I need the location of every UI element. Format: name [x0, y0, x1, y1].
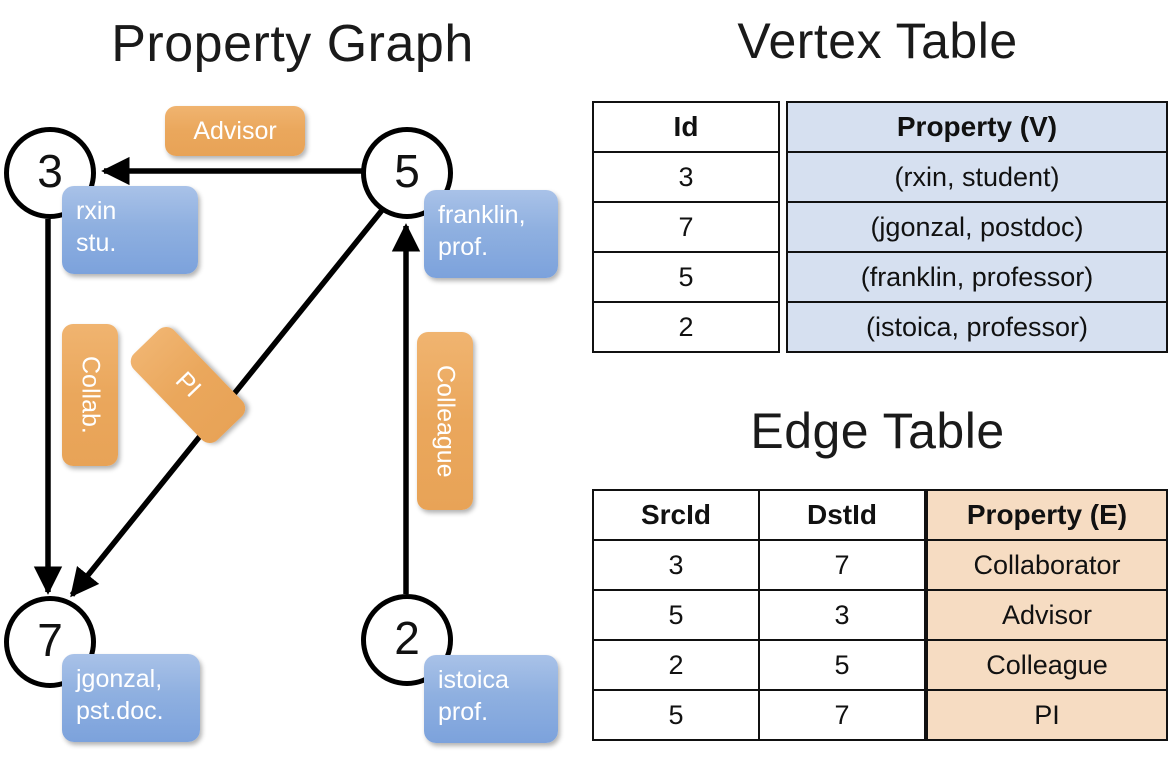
edge-table-title: Edge Table: [750, 403, 1005, 459]
edge-cell-dstid: 3: [758, 589, 926, 641]
edge-table-src-dst-columns: SrcId DstId 3 7 5 3 2 5 5 7: [592, 489, 926, 741]
vertex-header-property: Property (V): [786, 101, 1168, 153]
vertex-cell-property: (istoica, professor): [786, 301, 1168, 353]
edge-label-advisor[interactable]: Advisor: [165, 106, 305, 156]
vertex-cell-id: 7: [592, 201, 780, 253]
node-3-property-line2: stu.: [76, 229, 117, 257]
property-graph-title: Property Graph: [111, 15, 474, 73]
edge-label-collaborator[interactable]: Collab.: [62, 324, 118, 466]
node-5-property-bubble[interactable]: franklin, prof.: [424, 190, 558, 278]
edge-label-colleague[interactable]: Colleague: [417, 332, 473, 510]
edge-cell-dstid: 5: [758, 639, 926, 691]
edge-cell-srcid: 3: [592, 539, 760, 591]
edge-cell-property: PI: [926, 689, 1168, 741]
node-2-property-line2: prof.: [438, 698, 489, 726]
table-row[interactable]: Colleague: [926, 639, 1168, 691]
table-header-row: SrcId DstId: [592, 489, 926, 541]
graph-node-5[interactable]: 5: [361, 127, 453, 219]
edge-cell-srcid: 5: [592, 689, 760, 741]
node-7-property-line2: pst.doc.: [76, 697, 164, 725]
graph-node-2-id: 2: [394, 612, 420, 664]
vertex-header-id: Id: [592, 101, 780, 153]
vertex-cell-property: (franklin, professor): [786, 251, 1168, 303]
node-2-property-bubble[interactable]: istoica prof.: [424, 655, 558, 743]
table-header-row: Property (V): [786, 101, 1168, 153]
vertex-cell-id: 3: [592, 151, 780, 203]
table-row[interactable]: Advisor: [926, 589, 1168, 641]
table-row[interactable]: (franklin, professor): [786, 251, 1168, 303]
node-5-property-line2: prof.: [438, 233, 489, 261]
vertex-cell-id: 5: [592, 251, 780, 303]
table-row[interactable]: 5: [592, 251, 780, 303]
node-3-property-bubble[interactable]: rxin stu.: [62, 186, 198, 274]
table-header-row: Property (E): [926, 489, 1168, 541]
table-row[interactable]: 2: [592, 301, 780, 353]
table-header-row: Id: [592, 101, 780, 153]
table-row[interactable]: (jgonzal, postdoc): [786, 201, 1168, 253]
table-row[interactable]: (istoica, professor): [786, 301, 1168, 353]
edge-cell-dstid: 7: [758, 689, 926, 741]
table-row[interactable]: Collaborator: [926, 539, 1168, 591]
edge-table-property-column: Property (E) Collaborator Advisor Collea…: [926, 489, 1168, 741]
vertex-cell-property: (rxin, student): [786, 151, 1168, 203]
edge-label-collaborator-text: Collab.: [76, 356, 105, 434]
edge-label-pi-text: PI: [170, 366, 207, 403]
property-graph-diagram: 3 5 7 2 rxin stu. franklin, prof. jgonza…: [4, 106, 558, 743]
graph-node-3-id: 3: [37, 145, 63, 197]
edge-label-advisor-text: Advisor: [193, 116, 277, 145]
table-row[interactable]: 5 7: [592, 689, 926, 741]
node-7-property-line1: jgonzal,: [76, 665, 163, 693]
edge-cell-property: Collaborator: [926, 539, 1168, 591]
table-row[interactable]: 2 5: [592, 639, 926, 691]
edge-header-dstid: DstId: [758, 489, 926, 541]
edge-cell-dstid: 7: [758, 539, 926, 591]
table-row[interactable]: PI: [926, 689, 1168, 741]
graph-node-5-id: 5: [394, 145, 420, 197]
vertex-cell-property: (jgonzal, postdoc): [786, 201, 1168, 253]
node-7-property-bubble[interactable]: jgonzal, pst.doc.: [62, 654, 200, 742]
edge-cell-srcid: 5: [592, 589, 760, 641]
edge-cell-property: Advisor: [926, 589, 1168, 641]
edge-header-srcid: SrcId: [592, 489, 760, 541]
vertex-cell-id: 2: [592, 301, 780, 353]
vertex-table-property-column: Property (V) (rxin, student) (jgonzal, p…: [786, 101, 1168, 353]
graph-node-7-id: 7: [37, 614, 63, 666]
node-2-property-line1: istoica: [438, 666, 509, 694]
graph-node-2[interactable]: 2: [361, 594, 453, 686]
node-5-property-line1: franklin,: [438, 201, 526, 229]
vertex-table-title: Vertex Table: [737, 13, 1018, 69]
table-row[interactable]: (rxin, student): [786, 151, 1168, 203]
vertex-table-id-column: Id 3 7 5 2: [592, 101, 780, 353]
node-3-property-line1: rxin: [76, 197, 117, 225]
edge-label-colleague-text: Colleague: [431, 364, 460, 478]
edge-cell-srcid: 2: [592, 639, 760, 691]
edge-header-property: Property (E): [926, 489, 1168, 541]
table-row[interactable]: 5 3: [592, 589, 926, 641]
table-row[interactable]: 7: [592, 201, 780, 253]
edge-cell-property: Colleague: [926, 639, 1168, 691]
table-row[interactable]: 3 7: [592, 539, 926, 591]
table-row[interactable]: 3: [592, 151, 780, 203]
